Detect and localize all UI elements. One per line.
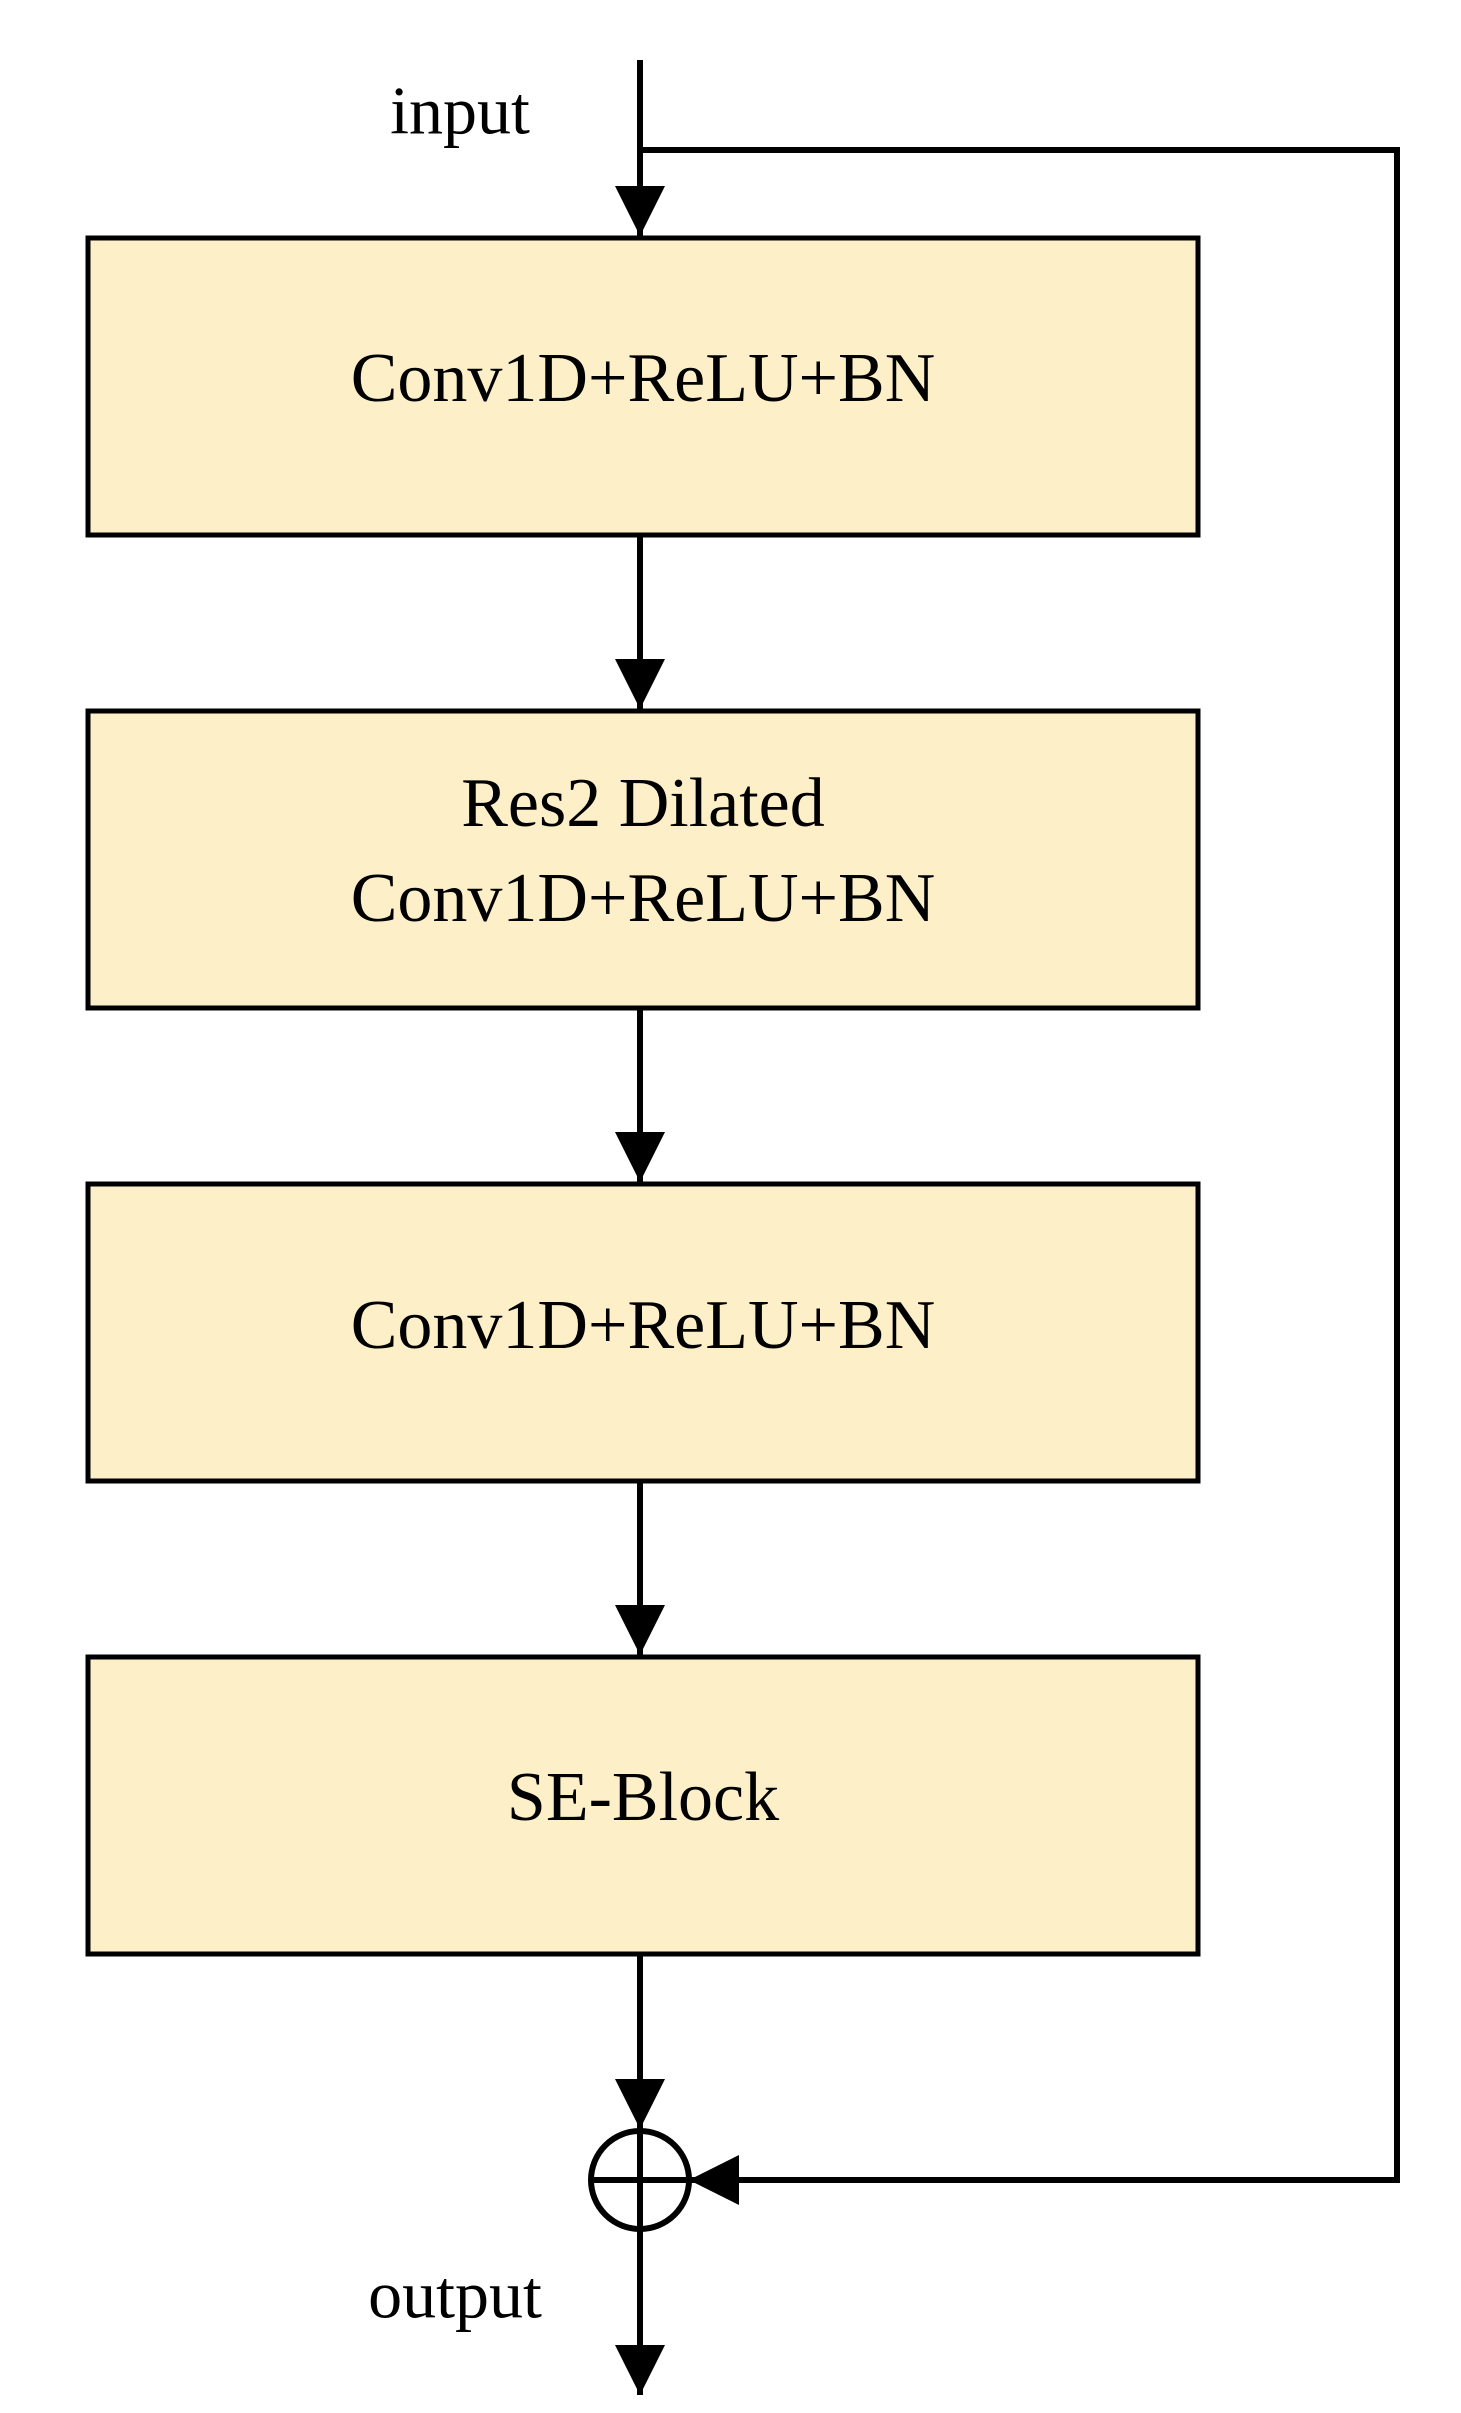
block-box xyxy=(85,1181,1201,1484)
block-label: Conv1D+ReLU+BN xyxy=(351,340,936,417)
skip-connection-arrow xyxy=(640,147,1400,2205)
circle-plus-icon xyxy=(588,2128,692,2232)
block-box xyxy=(85,708,1201,1011)
block-label: SE-Block xyxy=(507,1759,779,1836)
block-label: Conv1D+ReLU+BN xyxy=(351,1287,936,1364)
input-label: input xyxy=(390,73,530,149)
block-label-line-2: Conv1D+ReLU+BN xyxy=(351,860,936,937)
block-label-line-1: Res2 Dilated xyxy=(461,765,825,842)
block-box xyxy=(85,1654,1201,1957)
block-box xyxy=(85,235,1201,538)
block-conv1d-relu-bn-2: Conv1D+ReLU+BN xyxy=(85,1181,1201,1484)
block-conv1d-relu-bn-1: Conv1D+ReLU+BN xyxy=(85,235,1201,538)
output-label: output xyxy=(368,2257,542,2333)
block-res2-dilated-conv1d: Res2 Dilated Conv1D+ReLU+BN xyxy=(85,708,1201,1011)
block-se-block: SE-Block xyxy=(85,1654,1201,1957)
